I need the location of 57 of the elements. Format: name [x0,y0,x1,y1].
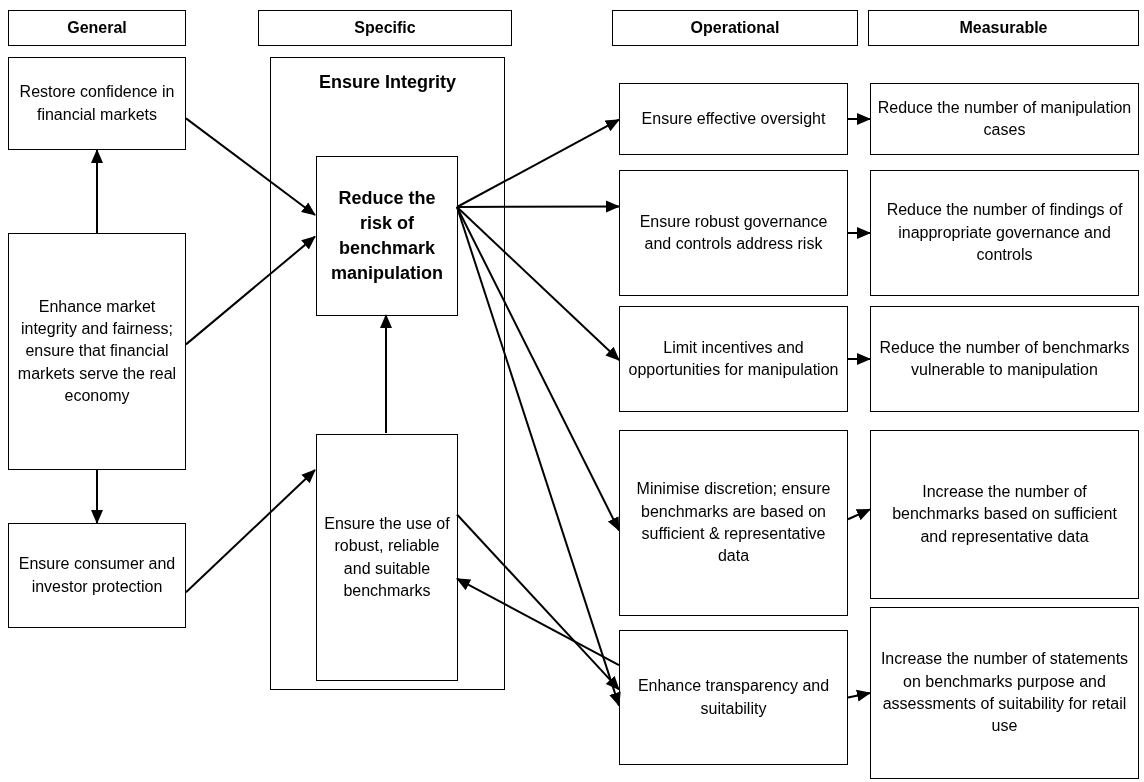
column-header [8,10,186,46]
box-text: Reduce the number of findings of inappropriate governance and controls [885,200,1124,266]
column-header [612,10,858,46]
arrow [847,227,871,239]
box-text: Reduce the number of manipulation cases [877,97,1132,140]
goal-box [8,233,186,470]
arrow [456,577,620,667]
box-text: Reduce the number of benchmarks vulnerable to manipulation [878,337,1131,380]
arrow [185,469,316,594]
goal-box [619,306,848,412]
arrow [456,513,620,691]
arrow [380,314,392,434]
box-text: Enhance transparency and suitability [636,676,831,719]
box-text: Ensure the use of robust, reliable and suitable benchmarks [323,513,451,601]
goal-box [8,523,186,628]
box-text: Enhance market integrity and fairness; ensure that financial markets serve the real economy [16,296,178,407]
indicator-box [870,170,1139,296]
goal-box [619,630,848,765]
goal-box [316,156,458,316]
indicator-box [870,306,1139,412]
header-text: Measurable [959,17,1048,38]
arrow [185,235,316,346]
arrow [91,469,103,524]
box-text: Minimise discretion; ensure benchmarks are based on sufficient & representative data [635,479,832,567]
box-text: Increase the number of statements on benchmarks purpose and assessments of suitability for retail use [879,649,1130,737]
arrow [456,118,620,208]
goal-box [8,57,186,150]
box-text: Limit incentives and opportunities for manipulation [627,337,840,380]
box-text: Ensure effective oversight [641,108,826,129]
arrow [456,206,620,362]
arrow [91,149,103,234]
header-text: Specific [354,17,416,38]
box-text: Increase the number of benchmarks based on sufficient and representative data [891,481,1118,547]
column-header [258,10,512,46]
arrow [847,113,871,125]
box-text: Ensure consumer and investor protection [17,554,177,597]
box-text: Restore confidence in financial markets [18,82,176,125]
box-text: Reduce the risk of benchmark manipulation [330,186,444,286]
indicator-box [870,430,1139,599]
header-text: General [67,17,127,38]
arrow [847,353,871,365]
group-box [270,57,505,690]
arrow [456,206,621,707]
box-text: Ensure robust governance and controls address risk [638,211,829,254]
arrow [185,117,316,216]
column-header [868,10,1139,46]
goal-box [619,430,848,616]
indicator-box [870,607,1139,779]
indicator-box [870,83,1139,155]
goal-box [619,170,848,296]
arrow [847,689,871,702]
group-title: Ensure Integrity [319,71,456,94]
arrow [456,200,620,213]
goal-box [619,83,848,155]
header-text: Operational [690,17,780,38]
goal-box [316,434,458,681]
arrow [847,508,871,521]
